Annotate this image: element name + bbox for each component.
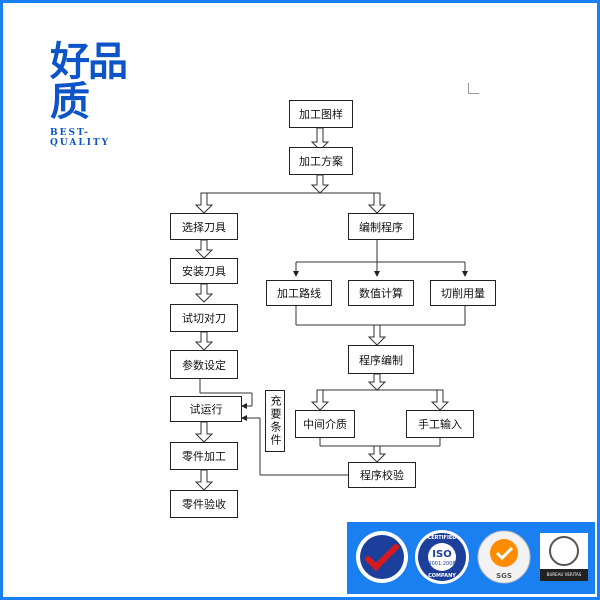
iso-standard: 9001:2008 [428,561,456,567]
block-arrow [367,192,387,214]
brand-logo: 好品质 BEST-QUALITY [50,39,140,148]
iso-certified-badge: ISO 9001:2008 CERTIFIED COMPANY [414,529,470,585]
node-program-writing: 程序编制 [348,345,414,374]
brand-name-cn: 好品质 [50,39,128,125]
node-toolpath: 加工路线 [266,280,332,306]
node-plan: 加工方案 [289,147,353,175]
block-arrow [194,331,214,351]
block-arrow [194,469,214,491]
certified-label: CERTIFIED [427,535,457,541]
node-programming: 编制程序 [348,213,414,240]
block-arrow [194,283,214,303]
corner-mark [468,83,479,94]
iso-text: ISO [432,549,452,560]
block-arrow [367,445,387,463]
node-part-inspection: 零件验收 [170,490,238,518]
block-arrow [430,389,450,411]
node-part-machining: 零件加工 [170,442,238,470]
block-arrow [367,373,387,391]
block-arrow [310,389,330,411]
node-program-check: 程序校验 [348,462,416,488]
quality-seal-icon [354,529,410,585]
block-arrow [194,421,214,443]
node-calculation: 数值计算 [348,280,414,306]
node-cutting-amount: 切削用量 [430,280,496,306]
node-drawing: 加工图样 [289,100,353,128]
brand-name-en: BEST-QUALITY [50,128,111,148]
node-tool-setting: 试切对刀 [170,304,238,332]
node-manual-input: 手工输入 [406,410,474,438]
node-install-tool: 安装刀具 [170,258,238,284]
node-sufficient-condition: 充要条件 [265,390,285,452]
block-arrow [194,239,214,259]
node-select-tool: 选择刀具 [170,213,238,240]
sgs-badge: SGS [476,529,532,585]
block-arrow [367,324,387,346]
node-param-setting: 参数设定 [170,350,238,379]
node-trial-run: 试运行 [170,396,242,422]
sgs-label: SGS [496,572,512,580]
block-arrow [194,192,214,214]
bureau-veritas-badge: BUREAU VERITAS [536,529,592,585]
bv-label: BUREAU VERITAS [546,572,582,577]
block-arrow [310,174,330,194]
company-label: COMPANY [428,573,456,579]
node-media: 中间介质 [295,410,355,438]
block-arrow [310,127,330,151]
